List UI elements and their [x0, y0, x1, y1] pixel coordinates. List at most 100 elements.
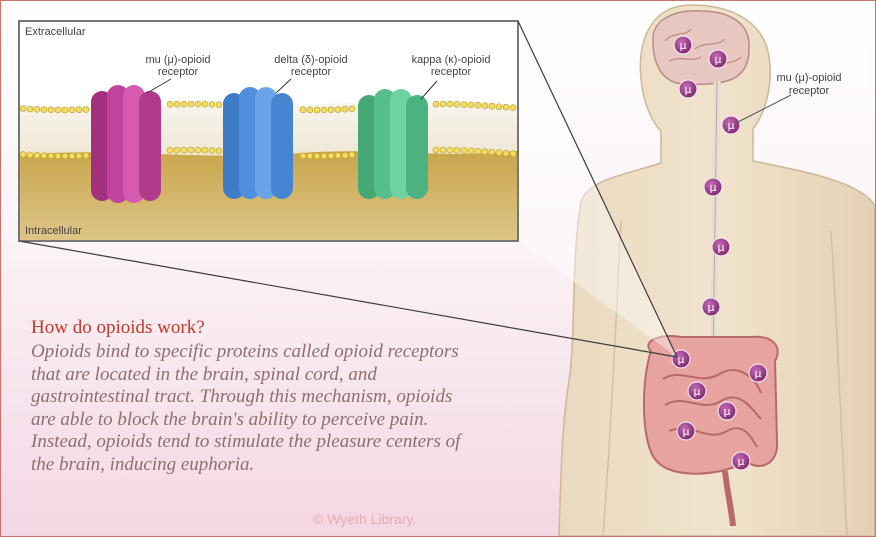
- lipid-head: [468, 148, 474, 154]
- lipid-head: [328, 153, 334, 159]
- svg-text:μ: μ: [678, 353, 685, 366]
- lipid-head: [510, 151, 516, 157]
- svg-text:μ: μ: [728, 119, 735, 132]
- membrane-inset: Extracellular Intracellular mu (μ)-opioi…: [19, 21, 518, 241]
- lipid-head: [174, 147, 180, 153]
- lipid-head: [34, 106, 40, 112]
- svg-text:μ: μ: [680, 39, 687, 52]
- copyright-note: © Wyeth Library.: [313, 511, 416, 527]
- svg-text:μ: μ: [708, 301, 715, 314]
- lipid-head: [349, 106, 355, 112]
- lipid-head: [349, 152, 355, 158]
- intracellular-label: Intracellular: [25, 225, 82, 237]
- lipid-head: [503, 104, 509, 110]
- brain: [653, 11, 749, 85]
- svg-text:μ: μ: [710, 181, 717, 194]
- lipid-head: [475, 102, 481, 108]
- lipid-head: [20, 106, 26, 112]
- mu-receptor-marker: μ: [722, 116, 740, 134]
- lipid-head: [167, 101, 173, 107]
- lipid-head: [195, 101, 201, 107]
- mu-receptor-marker: μ: [679, 80, 697, 98]
- mu-receptor-label-1: mu (μ)-opioid: [145, 54, 210, 66]
- lipid-head: [181, 101, 187, 107]
- lipid-head: [69, 153, 75, 159]
- lipid-head: [195, 147, 201, 153]
- lipid-head: [188, 101, 194, 107]
- kappa-receptor-label-2: receptor: [431, 66, 472, 78]
- lipid-head: [48, 107, 54, 113]
- mu-receptor-marker: μ: [674, 36, 692, 54]
- lipid-head: [55, 107, 61, 113]
- lipid-head: [496, 104, 502, 110]
- lipid-head: [83, 153, 89, 159]
- lipid-head: [433, 101, 439, 107]
- lipid-head: [440, 147, 446, 153]
- lipid-head: [314, 107, 320, 113]
- mu-receptor-marker: μ: [709, 50, 727, 68]
- extracellular-label: Extracellular: [25, 26, 86, 38]
- lipid-head: [342, 152, 348, 158]
- mu-receptor-marker: μ: [718, 402, 736, 420]
- lipid-head: [76, 107, 82, 113]
- lipid-head: [314, 153, 320, 159]
- question-heading: How do opioids work?: [31, 317, 205, 339]
- lipid-head: [300, 107, 306, 113]
- lipid-head: [34, 152, 40, 158]
- lipid-head: [489, 103, 495, 109]
- delta-receptor-label-1: delta (δ)-opioid: [274, 54, 347, 66]
- lipid-head: [496, 150, 502, 156]
- lipid-head: [440, 101, 446, 107]
- lipid-head: [335, 107, 341, 113]
- lipid-head: [321, 107, 327, 113]
- svg-text:μ: μ: [718, 241, 725, 254]
- svg-text:μ: μ: [738, 455, 745, 468]
- lipid-head: [76, 153, 82, 159]
- mu-receptor-marker: μ: [702, 298, 720, 316]
- lipid-head: [433, 147, 439, 153]
- kappa-receptor-label-1: kappa (κ)-opioid: [412, 54, 491, 66]
- lipid-head: [27, 106, 33, 112]
- lipid-head: [300, 153, 306, 159]
- svg-text:μ: μ: [685, 83, 692, 96]
- lipid-head: [307, 153, 313, 159]
- lipid-head: [209, 101, 215, 107]
- lipid-head: [461, 101, 467, 107]
- lipid-head: [454, 101, 460, 107]
- mu-receptor-marker: μ: [704, 178, 722, 196]
- lipid-head: [181, 147, 187, 153]
- mu-receptor-marker: μ: [749, 364, 767, 382]
- lipid-head: [55, 153, 61, 159]
- lipid-head: [482, 149, 488, 155]
- lipid-head: [475, 148, 481, 154]
- lipid-head: [328, 107, 334, 113]
- lipid-head: [20, 152, 26, 158]
- lipid-head: [202, 101, 208, 107]
- svg-text:μ: μ: [683, 425, 690, 438]
- lipid-head: [174, 101, 180, 107]
- lipid-head: [69, 107, 75, 113]
- answer-paragraph: Opioids bind to specific proteins called…: [31, 341, 471, 476]
- lipid-head: [41, 107, 47, 113]
- lipid-head: [202, 147, 208, 153]
- body-receptor-label-1: mu (μ)-opioid: [776, 72, 841, 84]
- lipid-head: [461, 147, 467, 153]
- mu-receptor-marker: μ: [732, 452, 750, 470]
- lipid-head: [335, 153, 341, 159]
- lipid-head: [216, 102, 222, 108]
- body-receptor-label-2: receptor: [789, 85, 830, 97]
- lipid-head: [510, 105, 516, 111]
- lipid-head: [307, 107, 313, 113]
- lipid-head: [209, 147, 215, 153]
- lipid-head: [454, 147, 460, 153]
- delta-receptor-label-2: receptor: [291, 66, 332, 78]
- svg-text:μ: μ: [694, 385, 701, 398]
- lipid-head: [447, 147, 453, 153]
- svg-text:μ: μ: [715, 53, 722, 66]
- lipid-head: [503, 150, 509, 156]
- mu-receptor-label-2: receptor: [158, 66, 199, 78]
- lipid-head: [216, 148, 222, 154]
- svg-text:μ: μ: [724, 405, 731, 418]
- mu-receptor-marker: μ: [677, 422, 695, 440]
